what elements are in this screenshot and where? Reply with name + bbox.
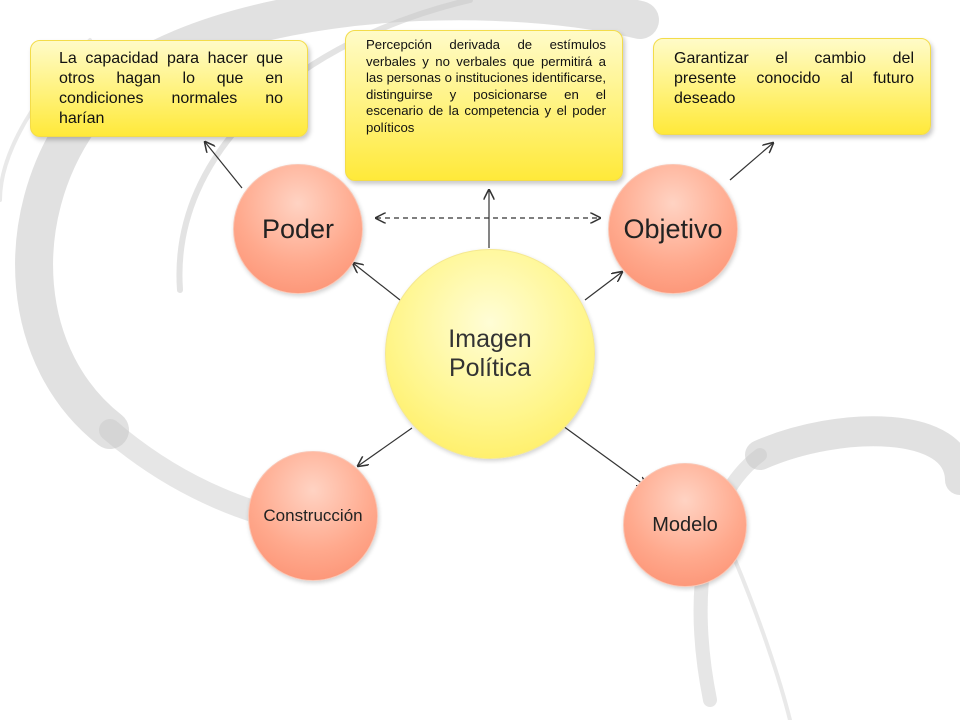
note-poder-text: La capacidad para hacer que otros hagan …: [59, 50, 283, 127]
node-construccion: Construcción: [248, 451, 378, 581]
arrow-poder-to-note: [205, 142, 243, 189]
arrow-center-to-poder: [353, 263, 401, 301]
arrow-center-to-modelo: [562, 425, 647, 487]
arrow-center-to-construccion: [358, 427, 413, 466]
node-poder: Poder: [233, 164, 363, 294]
node-imagen-label-line1: Imagen: [448, 325, 532, 353]
node-imagen-label: Imagen Política: [448, 325, 531, 383]
note-objetivo-definition: Garantizar el cambio del presente conoci…: [653, 38, 931, 135]
note-objetivo-text: Garantizar el cambio del presente conoci…: [674, 50, 914, 107]
arrow-center-to-objetivo: [584, 272, 622, 301]
arrow-objetivo-to-note: [729, 143, 773, 181]
node-imagen-politica: Imagen Política: [385, 249, 595, 459]
node-modelo-label: Modelo: [652, 513, 718, 536]
note-poder-definition: La capacidad para hacer que otros hagan …: [30, 40, 308, 137]
node-objetivo: Objetivo: [608, 164, 738, 294]
node-modelo: Modelo: [623, 463, 747, 587]
node-objetivo-label: Objetivo: [623, 213, 723, 244]
note-imagen-definition: Percepción derivada de estímulos verbale…: [345, 30, 623, 181]
node-construccion-label: Construcción: [263, 506, 363, 525]
note-imagen-text: Percepción derivada de estímulos verbale…: [366, 37, 606, 135]
node-poder-label: Poder: [261, 213, 335, 244]
node-imagen-label-line2: Política: [449, 354, 531, 382]
